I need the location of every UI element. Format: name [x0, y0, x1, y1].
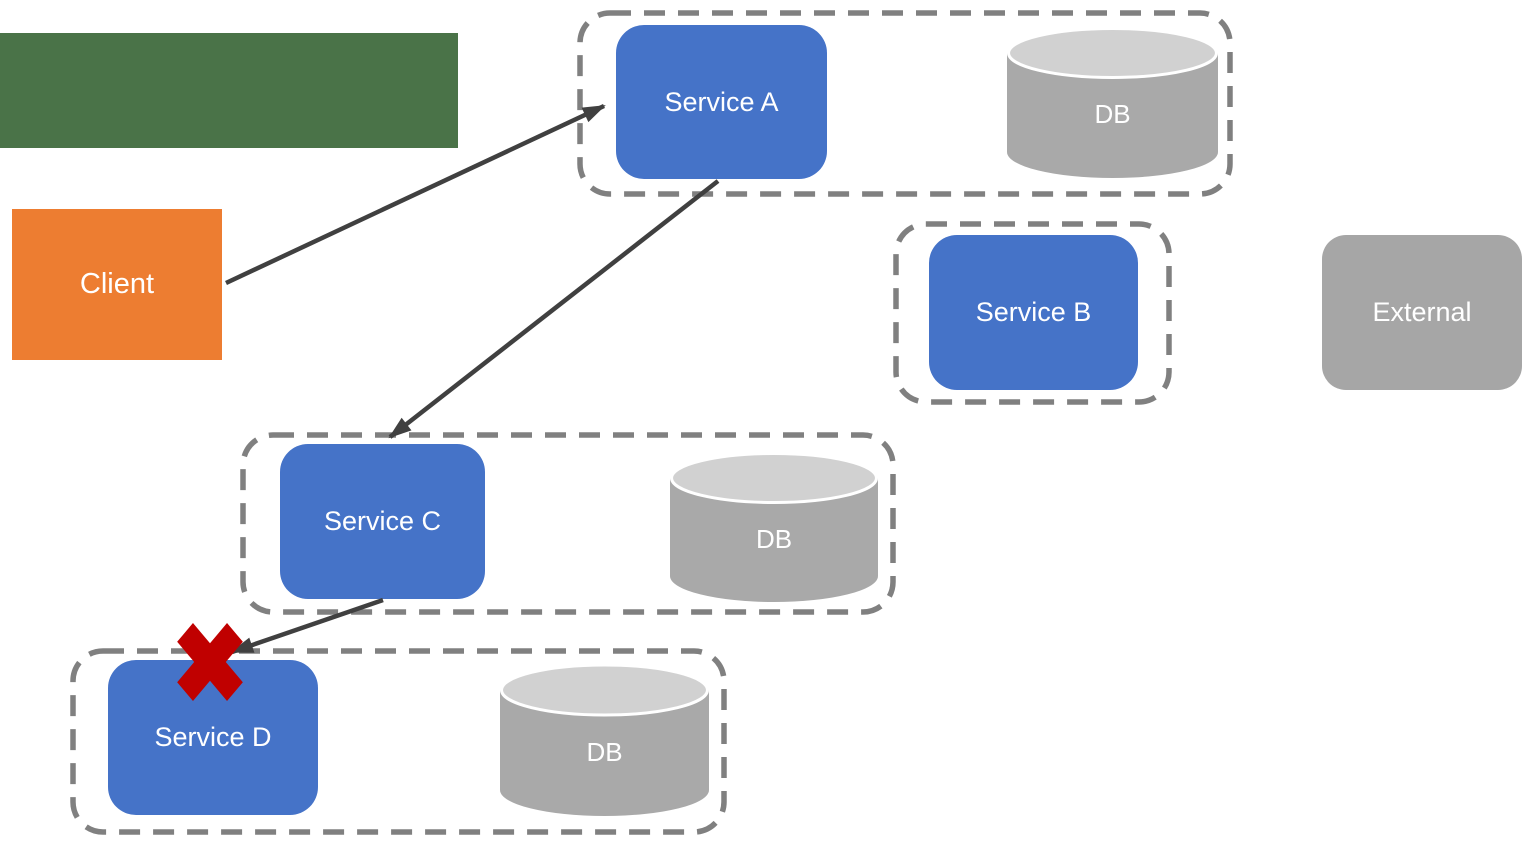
- boundary-service-a: [577, 10, 1233, 197]
- service-c-node: Service C: [280, 444, 485, 599]
- db-a-label: DB: [1094, 99, 1131, 129]
- client-node: Client: [12, 209, 222, 360]
- external-node: External: [1322, 235, 1522, 390]
- green-banner: [0, 33, 458, 148]
- db-c-label: DB: [755, 523, 793, 554]
- dashed-boundary-outline: [240, 432, 896, 615]
- dashed-boundary-outline: [70, 648, 727, 835]
- service-b-label: Service B: [975, 297, 1092, 327]
- db-cylinder-icon: [1007, 27, 1218, 178]
- db-cylinder-icon: [500, 663, 709, 816]
- service-d-label: Service D: [154, 722, 272, 752]
- boundary-service-b: [893, 221, 1172, 405]
- db-cylinder-icon: [670, 452, 878, 602]
- db-cylinder-c: DB: [670, 452, 878, 602]
- dashed-boundary-outline: [893, 221, 1172, 405]
- service-a-label: Service A: [664, 86, 779, 117]
- external-label: External: [1372, 297, 1472, 327]
- service-c-label: Service C: [323, 506, 442, 536]
- boundary-service-c: [240, 432, 896, 615]
- dashed-boundary-outline: [577, 10, 1233, 197]
- client-label: Client: [79, 268, 155, 300]
- db-d-label: DB: [586, 736, 623, 767]
- boundary-service-d: [70, 648, 727, 835]
- service-d-node: Service D: [108, 660, 318, 815]
- db-cylinder-a: DB: [1007, 27, 1218, 178]
- arrow-service-a-to-service-c: [388, 179, 720, 439]
- service-b-node: Service B: [929, 235, 1138, 390]
- service-a-node: Service A: [616, 25, 827, 179]
- db-cylinder-d: DB: [500, 663, 709, 817]
